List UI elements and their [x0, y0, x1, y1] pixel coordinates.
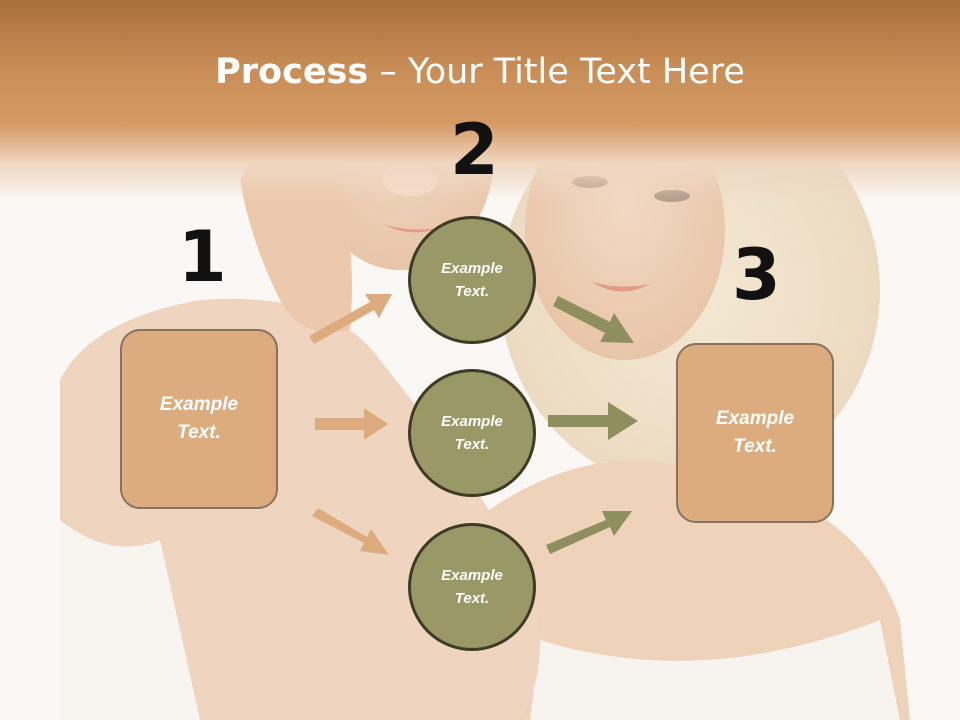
arrow-circle-1-to-3: [553, 296, 634, 343]
page-title: Process – Your Title Text Here: [0, 52, 960, 92]
circle-2-text: Example Text.: [441, 412, 503, 453]
step-3-text: Example Text.: [715, 407, 795, 458]
arrow-circle-2-to-3: [548, 402, 638, 440]
title-bar: [0, 0, 960, 200]
arrow-1-to-circle-3: [312, 508, 389, 555]
step-1-text: Example Text.: [159, 393, 239, 444]
step-number-1: 1: [178, 216, 227, 298]
step-number-2: 2: [450, 109, 499, 191]
arrow-circle-3-to-3: [546, 511, 632, 554]
circle-3-text: Example Text.: [441, 566, 503, 607]
step-number-3: 3: [732, 234, 781, 316]
step-2-circle-3: Example Text.: [408, 523, 536, 651]
step-2-circle-1: Example Text.: [408, 216, 536, 344]
arrow-1-to-circle-1: [309, 294, 392, 344]
arrow-1-to-circle-2: [315, 408, 388, 440]
step-1-box: Example Text.: [120, 329, 278, 509]
title-rest: – Your Title Text Here: [368, 52, 745, 92]
step-2-circle-2: Example Text.: [408, 369, 536, 497]
step-3-box: Example Text.: [676, 343, 834, 523]
title-bold: Process: [215, 52, 369, 92]
circle-1-text: Example Text.: [441, 259, 503, 300]
